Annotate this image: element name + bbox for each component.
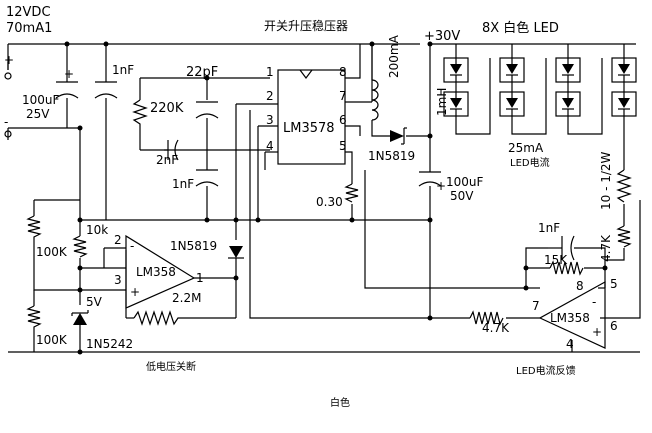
c-22pf: 22pF [186, 65, 218, 80]
resistor-10k [72, 235, 88, 258]
opamp-a-plus: + [130, 285, 140, 299]
c-out-voltage: 50V [450, 189, 474, 203]
led-current-cn: LED电流 [510, 156, 550, 169]
ic-pin-1: 1 [266, 65, 274, 79]
terminal-plus: + [4, 53, 14, 67]
r-220k: 220K [150, 101, 184, 116]
ic-pin-2: 2 [266, 89, 274, 103]
capacitor-2nf [164, 139, 179, 161]
led-group-title: 8X 白色 LED [482, 20, 559, 36]
c-in-polar: + [64, 67, 74, 81]
r-2m2-label: 2.2M [172, 291, 201, 305]
c-in-value: 100uF [22, 93, 60, 107]
opamp-b-pin-8: 8 [576, 279, 584, 293]
ic-pin-3: 3 [266, 113, 274, 127]
labels: 12VDC 70mA1 + - + 100uF 25V 1nF 22pF 220… [4, 5, 613, 409]
ic-lm3578: LM3578 1 2 3 4 8 7 6 5 [266, 65, 347, 165]
c-1nf-a: 1nF [112, 63, 134, 77]
resistor-4k7-b [469, 310, 504, 326]
capacitor-1nf-b [195, 169, 219, 187]
capacitor-1nf-a [94, 81, 118, 99]
c-1nf-c: 1nF [538, 221, 560, 235]
zener-diode [71, 310, 89, 325]
opamp-a-minus: - [130, 239, 134, 253]
opamp-b-label: LM358 [550, 311, 590, 325]
r-10k-label: 10k [86, 223, 108, 237]
terminal-minus: - [4, 115, 8, 129]
resistor-4k7-a [616, 225, 632, 248]
diode-output [390, 127, 407, 145]
opamp-b-pin-7: 7 [532, 299, 540, 313]
r-4k7-b-label: 4.7K [482, 321, 510, 335]
zener-v-label: 5V [86, 295, 103, 309]
wiring [7, 43, 641, 353]
opamp-a-pin-3: 3 [114, 273, 122, 287]
title-led-current-feedback: LED电流反馈 [516, 364, 576, 377]
opamp-b-pin-5: 5 [610, 277, 618, 291]
led-current: 25mA [508, 141, 544, 155]
resistor-led [616, 169, 632, 203]
diode-opamp [228, 246, 244, 259]
title-low-voltage-cutoff: 低电压关断 [146, 360, 196, 373]
inductor [371, 79, 379, 121]
r-sense-label: 0.30 [316, 195, 343, 209]
ic-pin-8: 8 [339, 65, 347, 79]
ic-main-label: LM3578 [283, 121, 335, 136]
r-led-label: 10 - 1/2W [599, 151, 613, 210]
led-array [443, 57, 637, 118]
zener-label: 1N5242 [86, 337, 133, 351]
inductor-label: 1mH [435, 88, 449, 116]
c-out-value: 100uF [446, 175, 484, 189]
resistor-100k-b [26, 305, 42, 330]
capacitor-output [418, 171, 442, 187]
opamp-b-minus: - [592, 295, 596, 309]
diode-out-label: 1N5819 [368, 149, 415, 163]
resistor-100k-a [26, 215, 42, 240]
resistor-15k [549, 260, 584, 276]
input-terminals [4, 72, 12, 138]
c-2nf: 2nF [156, 153, 178, 167]
opamp-b-pin-4: 4 [566, 337, 574, 351]
opamp-a-pin-1: 1 [196, 271, 204, 285]
led-voltage: +30V [424, 29, 460, 44]
r-100k-b-label: 100K [36, 333, 68, 347]
r-100k-a-label: 100K [36, 245, 68, 259]
resistor-2m2 [133, 310, 210, 326]
r-15k-label: 15K [544, 253, 568, 267]
ic-pin-5: 5 [339, 139, 347, 153]
resistor-220k [132, 99, 148, 128]
r-4k7-a-label: 4.7K [599, 234, 613, 262]
c-in-voltage: 25V [26, 107, 50, 121]
junctions [64, 41, 608, 355]
capacitor-22pf [195, 101, 219, 119]
c-out-polar: + [436, 179, 446, 193]
resistor-sense [344, 183, 359, 203]
c-1nf-b: 1nF [172, 177, 194, 191]
title-converter: 开关升压稳压器 [264, 18, 348, 33]
supply-current: 70mA1 [6, 21, 52, 36]
opamp-a-pin-2: 2 [114, 233, 122, 247]
capacitor-input [55, 81, 79, 99]
opamp-b-pin-6: 6 [610, 319, 618, 333]
opamp-a: LM358 2 3 1 - + [114, 233, 204, 309]
ic-pin-7: 7 [339, 89, 347, 103]
diode-b-label: 1N5819 [170, 239, 217, 253]
inductor-current: 200mA [387, 34, 401, 78]
supply-voltage: 12VDC [6, 5, 51, 20]
opamp-a-label: LM358 [136, 265, 176, 279]
opamp-b: LM358 8 5 7 6 4 - + [532, 277, 618, 351]
capacitor-1nf-c [548, 235, 594, 261]
opamp-b-plus: + [592, 325, 602, 339]
ic-pin-6: 6 [339, 113, 347, 127]
ic-pin-4: 4 [266, 139, 274, 153]
footer-text: 白色 [330, 396, 350, 409]
